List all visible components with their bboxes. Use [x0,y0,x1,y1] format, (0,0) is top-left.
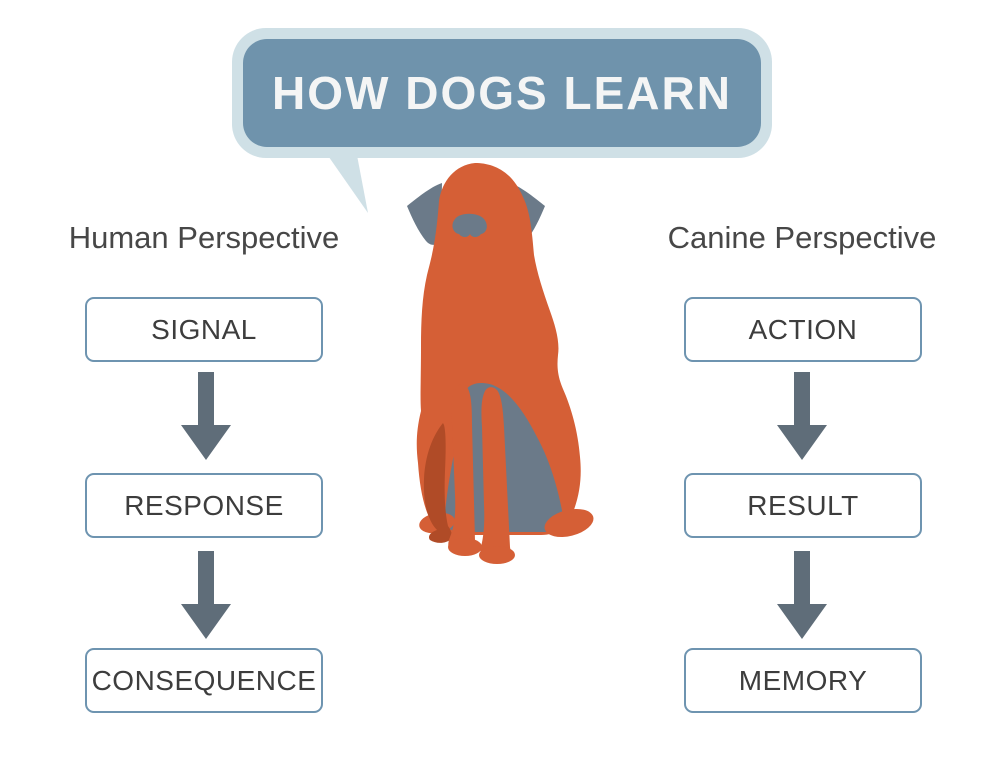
canine-step-label-2: RESULT [747,489,859,521]
dog-nose [452,213,487,237]
canine-step-label-1: ACTION [748,313,858,345]
canine-step-box-result: RESULT [684,473,922,538]
human-step-box-response: RESPONSE [85,473,323,538]
human-perspective-heading: Human Perspective [68,220,340,255]
human-step-box-consequence: CONSEQUENCE [85,648,323,713]
dog-front-paw-left [448,538,482,556]
down-arrow-icon [181,372,231,460]
canine-step-box-memory: MEMORY [684,648,922,713]
title-speech-bubble-inner: HOW DOGS LEARN [243,39,761,147]
human-step-label-1: SIGNAL [151,313,257,345]
human-step-label-3: CONSEQUENCE [91,664,317,696]
down-arrow-icon [181,551,231,639]
dog-ear-left [407,183,442,245]
human-step-box-signal: SIGNAL [85,297,323,362]
dog-front-leg-right [480,387,511,562]
canine-step-label-3: MEMORY [738,664,868,696]
down-arrow-icon [777,551,827,639]
canine-perspective-heading: Canine Perspective [667,220,937,255]
canine-step-box-action: ACTION [684,297,922,362]
sitting-dog-back-view-illustration [407,163,594,564]
page-title: HOW DOGS LEARN [272,67,732,119]
dog-front-paw-right [479,546,515,564]
dog-tail [423,423,452,543]
dog-hind-paw-right [544,509,594,537]
down-arrow-icon [777,372,827,460]
dog-front-leg-left [448,384,476,555]
title-speech-bubble: HOW DOGS LEARN [232,28,772,158]
speech-bubble-tail-icon [324,150,368,213]
human-step-label-2: RESPONSE [124,489,284,521]
